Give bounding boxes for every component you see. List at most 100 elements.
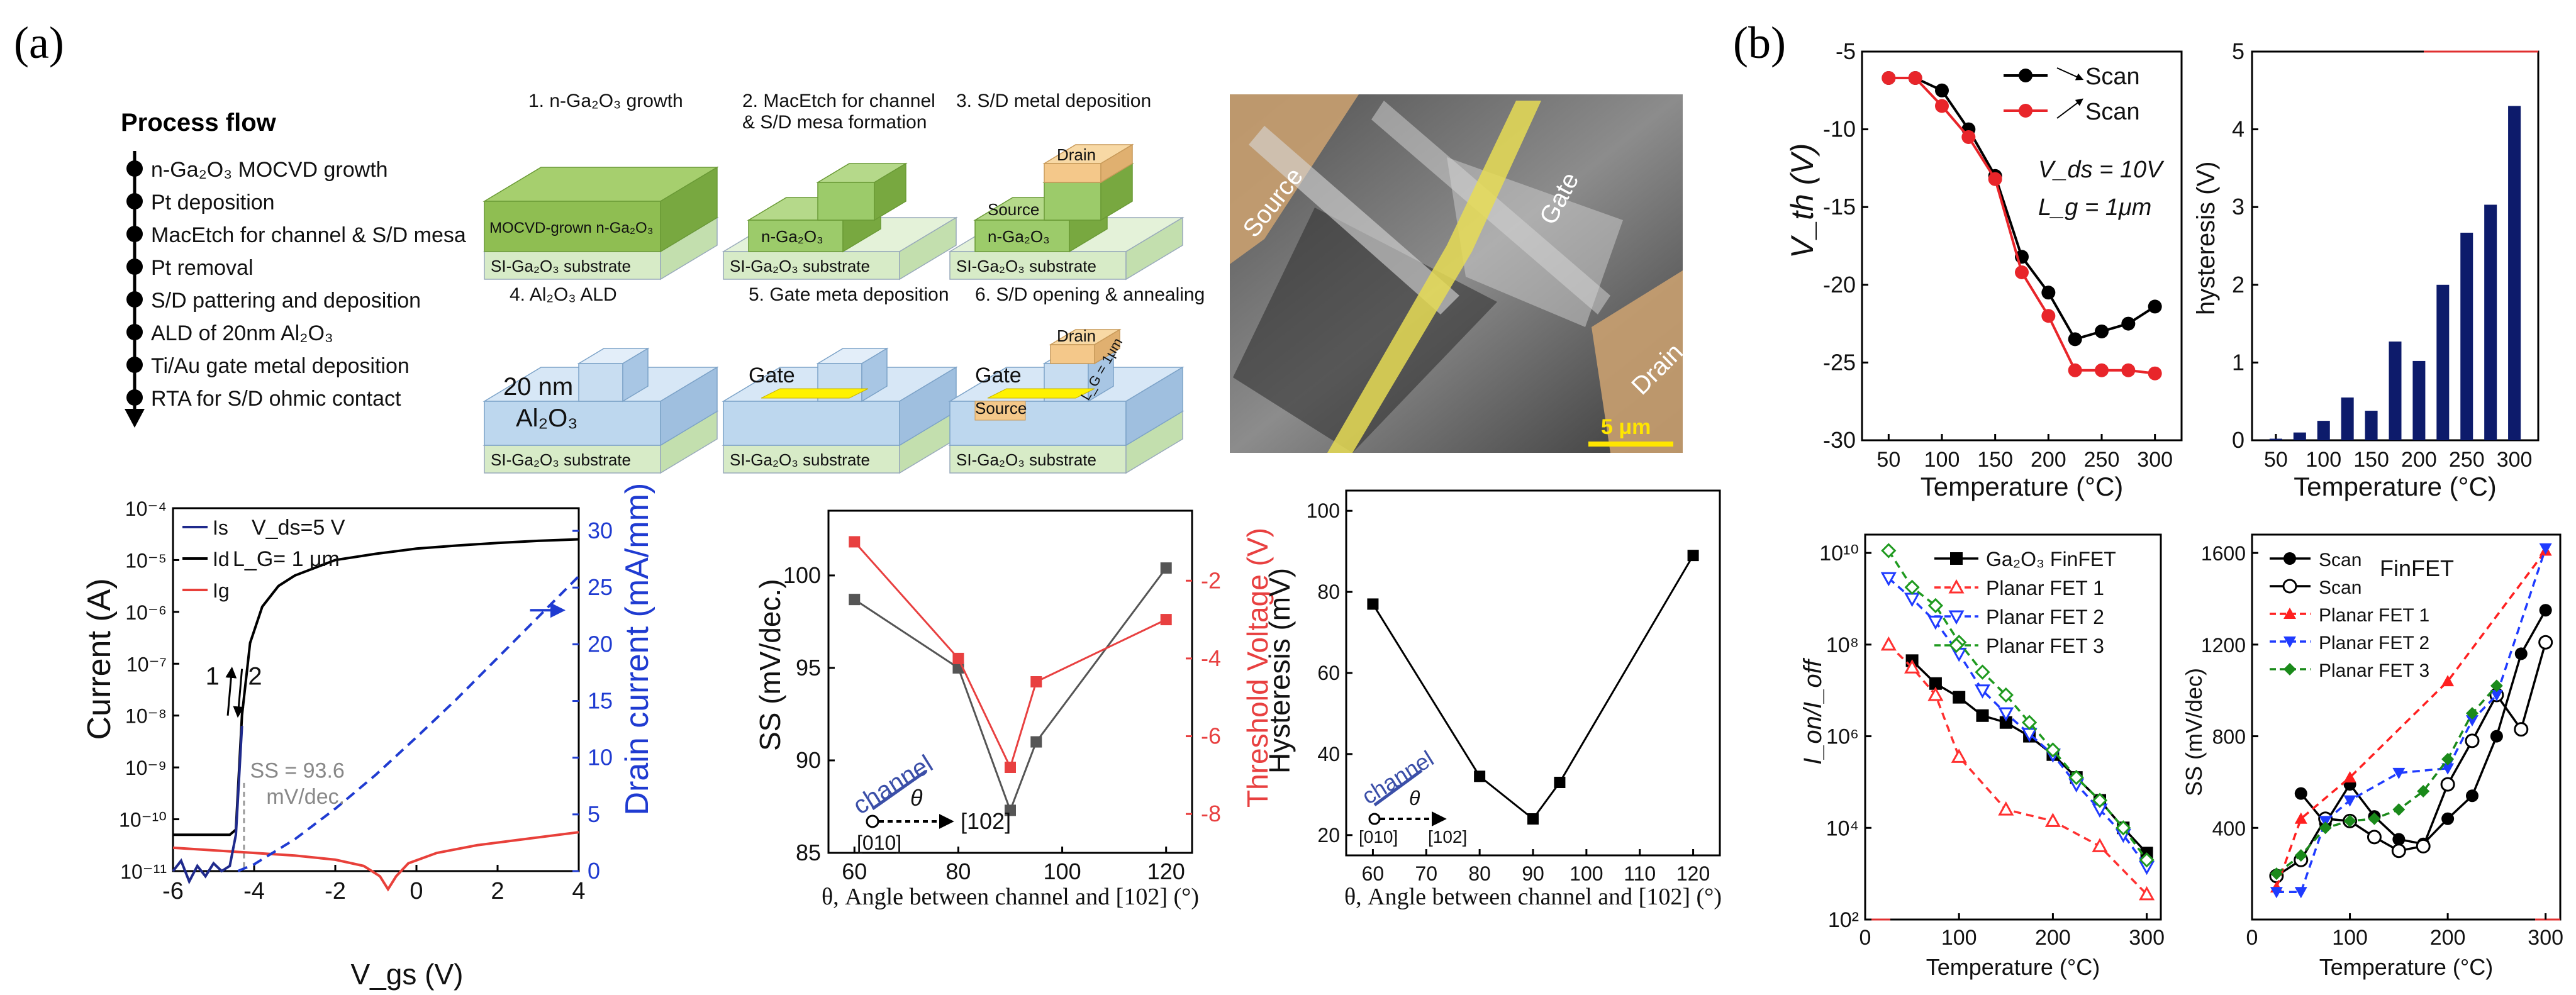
series-point: [2116, 820, 2131, 836]
legend-label: Planar FET 2: [1986, 606, 2104, 628]
ss-point: [1160, 562, 1172, 574]
legend-title: FinFET: [2380, 555, 2454, 581]
series-i_g: [172, 831, 579, 892]
thickness-label: 20 nm: [503, 373, 573, 401]
inset-origin: [1368, 813, 1381, 825]
series-point: [2139, 852, 2155, 868]
substrate-label: SI-Ga₂O₃ substrate: [956, 257, 1096, 275]
inset-dir-label: [102]: [1428, 827, 1467, 847]
scan-point: [2015, 265, 2029, 280]
legend-label: Scan: [2319, 550, 2361, 570]
series-point: [2465, 733, 2480, 748]
y-tick-label: 3: [2232, 194, 2244, 220]
series-point: [2045, 742, 2061, 758]
process-step: Pt removal: [151, 256, 254, 280]
x-axis-label: Temperature (°C): [1926, 954, 2100, 980]
series-i_s: [172, 726, 243, 885]
y-tick-label: -10: [1823, 116, 1856, 142]
legend-marker: [2283, 636, 2296, 648]
bar: [2317, 421, 2330, 440]
series-point: [2466, 789, 2478, 803]
block-side: [660, 366, 718, 447]
inset-channel-line: [1373, 769, 1423, 807]
legend-label: Ga₂O₃ FinFET: [1986, 548, 2116, 570]
inset-theta: θ: [910, 785, 923, 811]
process-bullet: [126, 357, 143, 373]
scan-point: [1882, 71, 1896, 86]
process-step: ALD of 20nm Al₂O₃: [151, 321, 333, 345]
legend-label: Is: [213, 516, 228, 539]
vth-point: [952, 652, 964, 664]
x-axis-label: Temperature (°C): [2294, 472, 2497, 501]
series-point: [2368, 812, 2381, 825]
gate-label: Gate: [749, 364, 795, 387]
x-tick-label: 110: [1624, 862, 1656, 885]
series-point: [1904, 579, 1920, 595]
block-side: [1125, 366, 1183, 447]
legend-label: Planar FET 3: [2319, 660, 2429, 681]
y-tick-label: 1200: [2201, 634, 2246, 657]
legend-marker: [1950, 552, 1963, 565]
legend-label: Planar FET 1: [1986, 577, 2104, 599]
scan-point: [2095, 363, 2109, 377]
y2-tick-label: 25: [588, 574, 613, 600]
series-point: [1881, 543, 1897, 559]
x-tick-label: 150: [2353, 448, 2389, 472]
series-point: [2514, 647, 2528, 660]
y-tick-label: 4: [2232, 116, 2244, 142]
y-tick-label: 0: [2232, 427, 2244, 453]
series-point: [2441, 675, 2455, 687]
series-point: [2294, 887, 2307, 899]
x-axis-label: Temperature (°C): [2319, 954, 2493, 980]
substrate-label: SI-Ga₂O₃ substrate: [730, 257, 870, 275]
layer-label: MOCVD-grown n-Ga₂O₃: [489, 220, 653, 236]
gate-metal: [761, 388, 869, 399]
y-tick-label: 85: [796, 840, 821, 865]
vth-point: [1030, 676, 1042, 687]
series-point: [2367, 830, 2382, 845]
scan-point: [2041, 309, 2056, 323]
inset-channel-line: [871, 769, 927, 811]
y-tick-label: 400: [2212, 817, 2246, 840]
series-point: [1904, 592, 1921, 608]
y-tick-label: 10⁻⁵: [125, 549, 167, 572]
source-pad: [974, 401, 1026, 421]
series-line: [2276, 548, 2547, 894]
vth-point: [1160, 614, 1172, 626]
legend-marker: [1948, 637, 1965, 653]
material-label: Al₂O₃: [516, 404, 578, 432]
schematic-title: 3. S/D metal deposition: [956, 91, 1151, 111]
legend-label: Planar FET 2: [2319, 633, 2429, 653]
x-tick-label: 90: [1522, 862, 1544, 885]
legend-marker: [2282, 579, 2297, 594]
series-point: [2319, 821, 2332, 835]
series-point: [1998, 707, 2014, 722]
y2-tick-label: -6: [1201, 723, 1221, 749]
y-tick-label: 100: [783, 562, 821, 588]
series-point: [2466, 707, 2478, 720]
x-tick-label: 120: [1147, 859, 1185, 884]
series-point: [2416, 838, 2431, 853]
hysteresis-point: [1367, 598, 1379, 610]
block-front: [578, 363, 623, 402]
block-front: [723, 401, 900, 446]
y-tick-label: 95: [796, 655, 821, 681]
sem-image: Source Gate Drain 5 μm: [1230, 94, 1688, 453]
plot-frame: [1861, 50, 2183, 442]
series-point: [2441, 763, 2455, 775]
x-tick-label: 70: [1415, 862, 1437, 885]
process-bullet: [126, 258, 143, 275]
series-point: [1927, 686, 1944, 701]
y-tick-label: -15: [1823, 194, 1856, 220]
legend-marker: [2019, 104, 2032, 118]
block-side: [1094, 328, 1120, 365]
scan-arrow: [233, 669, 245, 718]
scan-point: [2068, 363, 2082, 377]
scan-point: [2121, 316, 2136, 331]
series-point: [1974, 684, 1991, 699]
series-hysteresis: [1372, 555, 1694, 821]
series-point: [2490, 730, 2503, 743]
